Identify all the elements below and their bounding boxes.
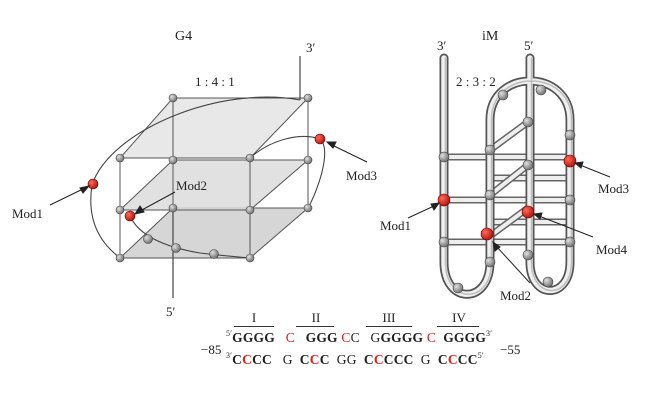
im-ratio: 2 : 3 : 2 (456, 74, 496, 89)
im-mod4-label: Mod4 (596, 242, 628, 257)
sequence-bottom-strand: 3′CCCC G CCC GG CCCCC G CCCC5′ (226, 351, 484, 367)
im-mod2-label: Mod2 (500, 288, 531, 303)
im-structure: iM 2 : 3 : 2 3′ 5′ Mod1 Mod2 Mod3 Mod4 (380, 29, 629, 303)
segment-label-III: III (382, 310, 396, 325)
g4-node (115, 205, 125, 215)
im-node (564, 236, 576, 248)
im-mod4-site (521, 205, 535, 219)
g4-node (245, 153, 255, 163)
im-3prime-label: 3′ (437, 38, 447, 53)
g4-ratio: 1 : 4 : 1 (195, 74, 235, 89)
g4-node (245, 253, 255, 263)
im-node (484, 189, 496, 201)
g4-node (303, 93, 313, 103)
g4-node (303, 155, 313, 165)
im-5prime-label: 5′ (524, 38, 534, 53)
right-position-number: −55 (500, 342, 521, 357)
segment-bar-III (366, 326, 412, 327)
segment-label-II: II (311, 310, 321, 325)
im-node (497, 89, 509, 101)
g4-title: G4 (175, 29, 192, 44)
im-mod3-label: Mod3 (598, 181, 629, 196)
g4-node (168, 155, 178, 165)
im-node (522, 249, 534, 261)
g4-loop-bottom (129, 215, 251, 259)
im-node (564, 129, 576, 141)
im-mod3-site (563, 154, 577, 168)
g4-mod1-site (87, 178, 99, 190)
g4-3prime-label: 3′ (306, 40, 316, 55)
g4-loop-left (90, 96, 301, 259)
g4-5prime-label: 5′ (166, 304, 176, 319)
g4-node (168, 93, 178, 103)
segment-label-IV: IV (452, 310, 466, 325)
segment-label-I: I (251, 310, 257, 325)
g4-node (115, 153, 125, 163)
im-node (438, 151, 450, 163)
bottom-3prime-marker: 3′ (226, 351, 233, 360)
top-3prime-marker: 3′ (486, 329, 493, 338)
sequence-top-strand: 5′GGGG C GGG CC GGGGG C GGGG3′ (226, 329, 493, 345)
im-node (484, 256, 496, 268)
g4-node (209, 249, 219, 259)
g4-node (168, 203, 178, 213)
g4-mod3-site (314, 133, 326, 145)
g4-mod2-label: Mod2 (176, 178, 207, 193)
g4-node (245, 205, 255, 215)
im-mod1-site (437, 193, 451, 207)
im-mod2-site (480, 227, 494, 241)
im-node (542, 276, 554, 288)
im-title: iM (482, 29, 499, 44)
im-node (535, 84, 547, 96)
im-node (438, 236, 450, 248)
g4-mod1-label: Mod1 (12, 206, 43, 221)
g4-node (115, 253, 125, 263)
im-mod1-label: Mod1 (380, 218, 411, 233)
segment-bar-I (234, 326, 274, 327)
im-node (564, 194, 576, 206)
sequence-panel: I II III IV −85 −55 5′GGGG C GGG CC GGGG… (0, 308, 660, 388)
g4-node (143, 234, 153, 244)
im-node (522, 159, 534, 171)
segment-bar-IV (437, 326, 479, 327)
g4-structure: G4 1 : 4 : 1 3′ 5′ Mod1 Mod2 Mod3 (12, 29, 377, 319)
bottom-5prime-marker: 5′ (477, 351, 484, 360)
im-node (484, 144, 496, 156)
g4-node (171, 243, 181, 253)
im-node (522, 116, 534, 128)
segment-bar-II (296, 326, 334, 327)
g4-node (303, 203, 313, 213)
left-position-number: −85 (201, 342, 222, 357)
g4-plane-middle (118, 159, 310, 211)
g4-mod3-label: Mod3 (346, 168, 377, 183)
g4-mod2-site (124, 210, 136, 222)
im-node (452, 282, 464, 294)
top-5prime-marker: 5′ (226, 329, 233, 338)
